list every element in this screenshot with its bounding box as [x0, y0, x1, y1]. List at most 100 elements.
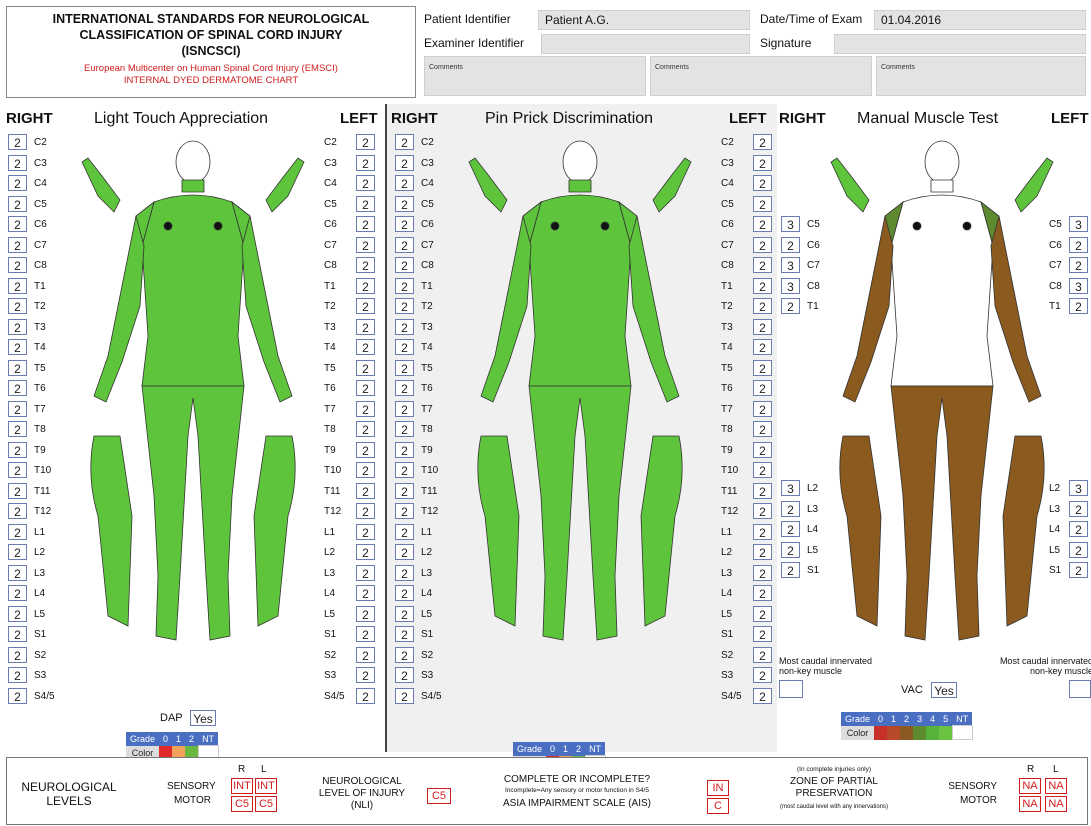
- right-score[interactable]: 2: [8, 278, 27, 294]
- right-score[interactable]: 2: [8, 401, 27, 417]
- zpp-motor-left[interactable]: NA: [1045, 796, 1067, 812]
- comments-field-2[interactable]: Comments: [650, 56, 872, 96]
- right-score[interactable]: 2: [395, 462, 414, 478]
- right-score[interactable]: 2: [8, 360, 27, 376]
- zpp-motor-right[interactable]: NA: [1019, 796, 1041, 812]
- right-score[interactable]: 2: [8, 216, 27, 232]
- right-score[interactable]: 2: [395, 442, 414, 458]
- left-score[interactable]: 2: [356, 401, 375, 417]
- left-score[interactable]: 2: [356, 278, 375, 294]
- comments-field-3[interactable]: Comments: [876, 56, 1086, 96]
- right-score[interactable]: 2: [395, 134, 414, 150]
- right-motor-score[interactable]: 2: [781, 237, 800, 253]
- right-score[interactable]: 2: [395, 544, 414, 560]
- right-motor-score[interactable]: 2: [781, 542, 800, 558]
- left-score[interactable]: 2: [356, 298, 375, 314]
- right-score[interactable]: 2: [395, 257, 414, 273]
- left-score[interactable]: 2: [753, 196, 772, 212]
- complete-value[interactable]: IN: [707, 780, 729, 796]
- right-score[interactable]: 2: [395, 688, 414, 704]
- left-score[interactable]: 2: [753, 278, 772, 294]
- left-score[interactable]: 2: [753, 688, 772, 704]
- examiner-field[interactable]: [541, 34, 750, 54]
- left-score[interactable]: 2: [356, 196, 375, 212]
- left-score[interactable]: 2: [753, 319, 772, 335]
- patient-field[interactable]: Patient A.G.: [538, 10, 750, 30]
- right-score[interactable]: 2: [8, 524, 27, 540]
- left-score[interactable]: 2: [753, 524, 772, 540]
- left-score[interactable]: 2: [356, 462, 375, 478]
- nli-value[interactable]: C5: [427, 788, 451, 804]
- right-score[interactable]: 2: [8, 585, 27, 601]
- right-score[interactable]: 2: [8, 380, 27, 396]
- left-score[interactable]: 2: [356, 524, 375, 540]
- left-score[interactable]: 2: [753, 503, 772, 519]
- left-score[interactable]: 2: [356, 216, 375, 232]
- right-score[interactable]: 2: [8, 606, 27, 622]
- vac-field[interactable]: Yes: [931, 682, 957, 698]
- right-score[interactable]: 2: [8, 647, 27, 663]
- right-score[interactable]: 2: [8, 544, 27, 560]
- left-score[interactable]: 2: [356, 544, 375, 560]
- right-motor-score[interactable]: 2: [781, 298, 800, 314]
- left-score[interactable]: 2: [356, 483, 375, 499]
- left-score[interactable]: 2: [356, 237, 375, 253]
- left-score[interactable]: 2: [753, 647, 772, 663]
- left-score[interactable]: 2: [356, 565, 375, 581]
- right-motor-score[interactable]: 3: [781, 480, 800, 496]
- right-score[interactable]: 2: [395, 503, 414, 519]
- left-score[interactable]: 2: [356, 339, 375, 355]
- right-score[interactable]: 2: [395, 216, 414, 232]
- right-score[interactable]: 2: [395, 380, 414, 396]
- left-score[interactable]: 2: [753, 667, 772, 683]
- left-score[interactable]: 2: [753, 544, 772, 560]
- right-score[interactable]: 2: [8, 134, 27, 150]
- left-score[interactable]: 2: [753, 626, 772, 642]
- left-score[interactable]: 2: [356, 380, 375, 396]
- left-score[interactable]: 2: [753, 134, 772, 150]
- caudal-left-field[interactable]: [1069, 680, 1091, 698]
- right-score[interactable]: 2: [395, 421, 414, 437]
- right-score[interactable]: 2: [8, 442, 27, 458]
- right-score[interactable]: 2: [395, 278, 414, 294]
- right-score[interactable]: 2: [395, 606, 414, 622]
- right-score[interactable]: 2: [395, 401, 414, 417]
- zpp-sensory-right[interactable]: NA: [1019, 778, 1041, 794]
- right-motor-score[interactable]: 3: [781, 278, 800, 294]
- left-score[interactable]: 2: [356, 688, 375, 704]
- comments-field-1[interactable]: Comments: [424, 56, 646, 96]
- sensory-level-left[interactable]: INT: [255, 778, 277, 794]
- right-score[interactable]: 2: [8, 626, 27, 642]
- dap-field[interactable]: Yes: [190, 710, 216, 726]
- left-score[interactable]: 2: [753, 442, 772, 458]
- left-score[interactable]: 2: [753, 585, 772, 601]
- right-score[interactable]: 2: [8, 319, 27, 335]
- left-score[interactable]: 2: [753, 339, 772, 355]
- left-score[interactable]: 2: [356, 175, 375, 191]
- left-score[interactable]: 2: [356, 626, 375, 642]
- right-score[interactable]: 2: [395, 626, 414, 642]
- right-score[interactable]: 2: [8, 565, 27, 581]
- right-score[interactable]: 2: [395, 339, 414, 355]
- right-score[interactable]: 2: [395, 196, 414, 212]
- left-score[interactable]: 2: [356, 360, 375, 376]
- left-score[interactable]: 2: [753, 298, 772, 314]
- right-score[interactable]: 2: [395, 647, 414, 663]
- left-score[interactable]: 2: [356, 503, 375, 519]
- right-score[interactable]: 2: [8, 155, 27, 171]
- left-score[interactable]: 2: [753, 155, 772, 171]
- zpp-sensory-left[interactable]: NA: [1045, 778, 1067, 794]
- right-score[interactable]: 2: [8, 196, 27, 212]
- date-field[interactable]: 01.04.2016: [874, 10, 1086, 30]
- left-score[interactable]: 2: [753, 462, 772, 478]
- signature-field[interactable]: [834, 34, 1086, 54]
- right-score[interactable]: 2: [395, 360, 414, 376]
- right-score[interactable]: 2: [395, 298, 414, 314]
- ais-value[interactable]: C: [707, 798, 729, 814]
- sensory-level-right[interactable]: INT: [231, 778, 253, 794]
- left-score[interactable]: 2: [356, 134, 375, 150]
- right-score[interactable]: 2: [8, 421, 27, 437]
- right-motor-score[interactable]: 2: [781, 521, 800, 537]
- left-score[interactable]: 2: [753, 565, 772, 581]
- right-score[interactable]: 2: [8, 175, 27, 191]
